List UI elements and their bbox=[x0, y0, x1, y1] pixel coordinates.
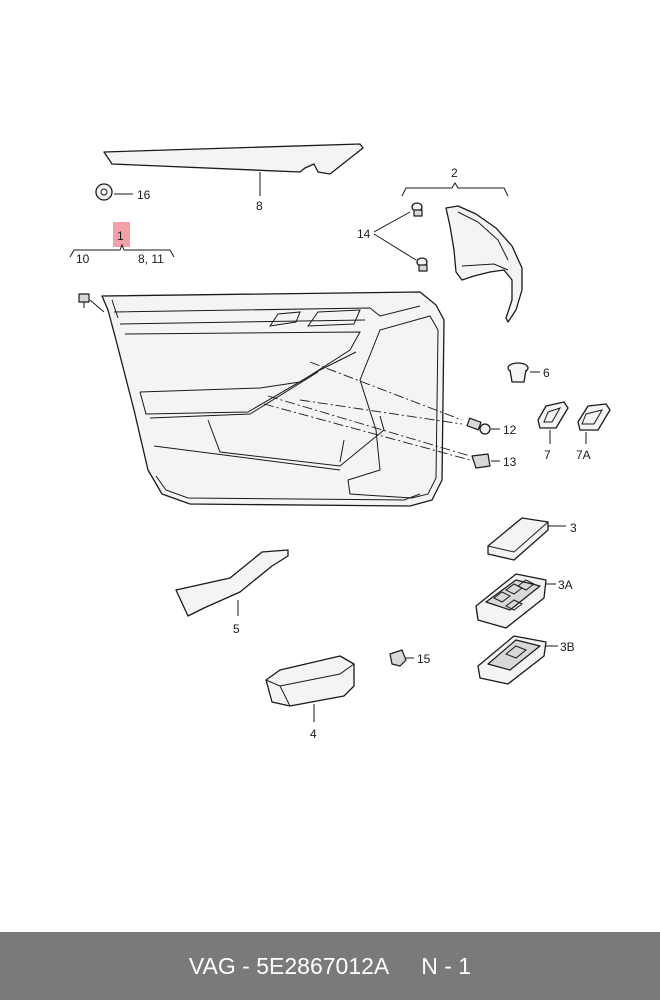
footer-gap bbox=[389, 953, 421, 980]
callout-7: 7 bbox=[544, 448, 551, 462]
callout-10: 10 bbox=[76, 252, 90, 266]
callout-7a: 7A bbox=[576, 448, 591, 462]
callout-6: 6 bbox=[543, 366, 550, 380]
part-7-trim-cover bbox=[537, 401, 569, 444]
callout-8-11: 8, 11 bbox=[138, 252, 164, 266]
callout-12: 12 bbox=[503, 423, 517, 437]
part-5-armrest-trim bbox=[175, 549, 289, 617]
callout-16: 16 bbox=[137, 188, 151, 202]
callout-3: 3 bbox=[570, 521, 577, 535]
part-16-washer bbox=[95, 183, 133, 201]
part-3-switch-cover bbox=[487, 517, 566, 561]
part-13-clip bbox=[471, 453, 500, 469]
callout-2: 2 bbox=[451, 166, 458, 180]
door-panel bbox=[101, 291, 445, 507]
part-2-mirror-trim bbox=[445, 205, 523, 323]
part-4-storage-box bbox=[265, 655, 355, 722]
part-3a-window-switch bbox=[475, 573, 556, 629]
callout-13: 13 bbox=[503, 455, 517, 469]
part-15-clip bbox=[389, 649, 414, 667]
footer-bar: VAG - 5E2867012A N - 1 bbox=[0, 932, 660, 1000]
callout-14: 14 bbox=[357, 227, 371, 241]
parts-diagram: 8 16 1 10 8, 11 bbox=[69, 143, 611, 741]
part-12-screw bbox=[466, 417, 500, 435]
callout-1-bracket bbox=[69, 243, 175, 258]
callout-4: 4 bbox=[310, 727, 317, 741]
part-6-cap bbox=[507, 362, 540, 383]
leader-lines-12-13 bbox=[263, 361, 471, 461]
part-10-clip bbox=[78, 293, 105, 313]
footer-separator: - bbox=[235, 952, 257, 979]
footer-part-number: 5E2867012A bbox=[256, 952, 390, 979]
callout-1: 1 bbox=[117, 229, 124, 243]
callout-5: 5 bbox=[233, 622, 240, 636]
part-14-screws bbox=[373, 202, 428, 272]
callout-1-highlight bbox=[113, 222, 130, 247]
callout-15: 15 bbox=[417, 652, 431, 666]
callout-3a: 3A bbox=[558, 578, 573, 592]
footer-brand: VAG bbox=[188, 952, 236, 979]
footer-position: N - 1 bbox=[421, 952, 472, 979]
callout-3b: 3B bbox=[560, 640, 575, 654]
part-3b-window-switch bbox=[477, 635, 558, 685]
callout-2-bracket bbox=[401, 182, 509, 197]
part-7a-trim-cover bbox=[577, 403, 611, 444]
callout-8: 8 bbox=[256, 199, 263, 213]
part-8-trim-strip bbox=[103, 143, 364, 196]
